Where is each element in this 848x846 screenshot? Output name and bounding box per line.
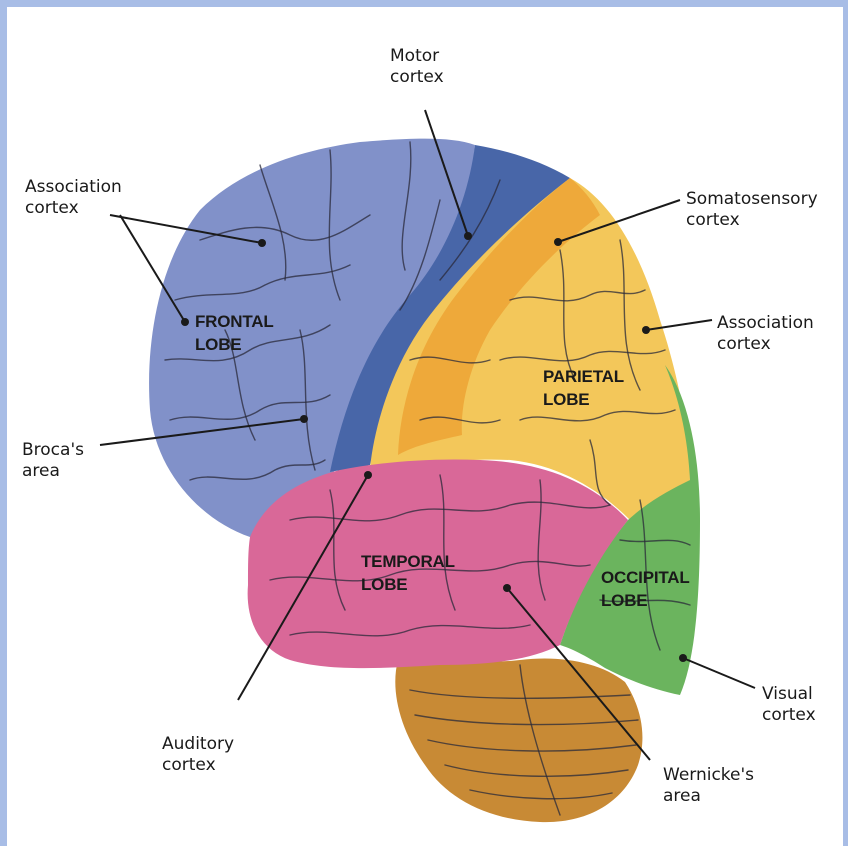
auditory-cortex-label: Auditory cortex bbox=[162, 734, 234, 776]
frontal-lobe-label: FRONTAL LOBE bbox=[195, 310, 274, 356]
motor-cortex-label: Motor cortex bbox=[390, 46, 444, 88]
temporal-lobe-label: TEMPORAL LOBE bbox=[361, 550, 455, 596]
brocas-area-label: Broca's area bbox=[22, 440, 84, 482]
somatosensory-cortex-label: Somatosensory cortex bbox=[686, 189, 818, 231]
visual-cortex-label: Visual cortex bbox=[762, 684, 816, 726]
association-cortex-right-label: Association cortex bbox=[717, 313, 814, 355]
parietal-lobe-label: PARIETAL LOBE bbox=[543, 365, 624, 411]
wernickes-area-label: Wernicke's area bbox=[663, 765, 754, 807]
occipital-lobe-label: OCCIPITAL LOBE bbox=[601, 566, 690, 612]
association-cortex-left-label: Association cortex bbox=[25, 177, 122, 219]
